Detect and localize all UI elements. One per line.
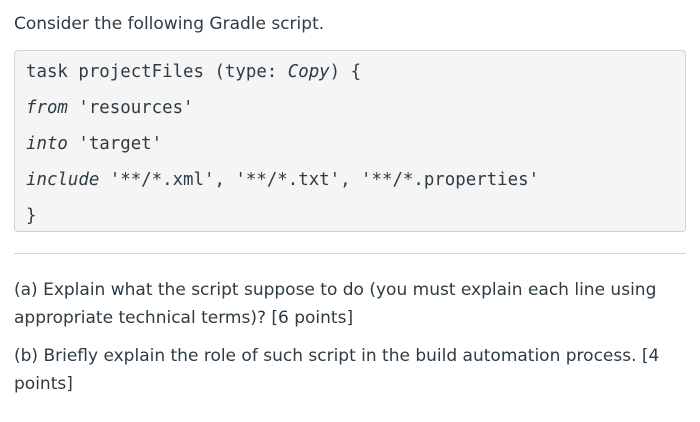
code-into-value: 'target' (67, 134, 163, 154)
code-line-task: task projectFiles (type: Copy) { (26, 58, 685, 94)
code-block: task projectFiles (type: Copy) { from 'r… (14, 50, 686, 232)
code-line-into: into 'target' (26, 130, 685, 166)
code-line-from: from 'resources' (26, 94, 685, 130)
code-into-keyword: into (26, 134, 68, 154)
question-b: (b) Briefly explain the role of such scr… (14, 346, 660, 394)
code-from-value: 'resources' (67, 98, 194, 118)
code-from-keyword: from (26, 98, 68, 118)
code-line-close: } (26, 202, 685, 238)
divider (14, 253, 686, 254)
code-line-include: include '**/*.xml', '**/*.txt', '**/*.pr… (26, 166, 685, 202)
code-task-prefix: task projectFiles (type: (26, 62, 288, 82)
code-type-keyword: Copy (287, 62, 330, 82)
code-close-brace: } (26, 206, 37, 226)
code-include-value: '**/*.xml', '**/*.txt', '**/*.properties… (99, 170, 540, 190)
question-a: (a) Explain what the script suppose to d… (14, 280, 657, 328)
intro-text: Consider the following Gradle script. (14, 14, 325, 34)
code-task-suffix: ) { (329, 62, 362, 82)
code-include-keyword: include (26, 170, 100, 190)
